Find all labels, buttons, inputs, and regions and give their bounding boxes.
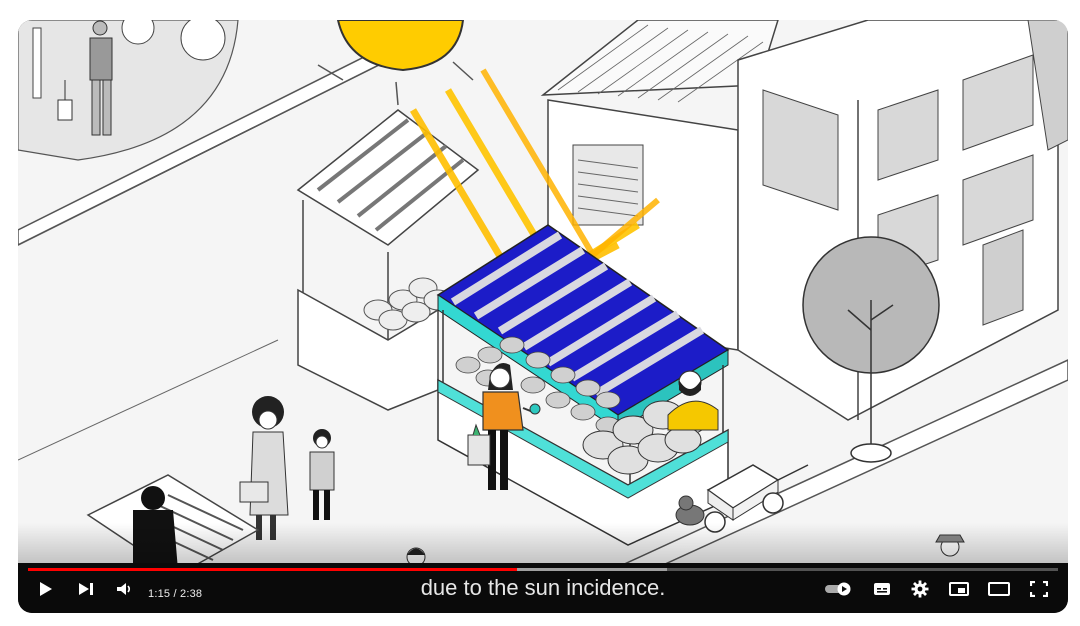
current-time: 1:15 xyxy=(148,588,171,600)
tree xyxy=(802,236,940,463)
subtitles-button[interactable] xyxy=(868,575,896,603)
next-button[interactable] xyxy=(72,575,100,603)
corner-vignette xyxy=(18,20,239,161)
video-frame-illustration xyxy=(18,20,1068,613)
vegetable-cart xyxy=(704,464,809,533)
settings-button[interactable] xyxy=(906,575,934,603)
volume-button[interactable] xyxy=(110,575,138,603)
theater-mode-button[interactable] xyxy=(984,575,1014,603)
customer-woman-orange xyxy=(467,362,541,490)
play-button[interactable] xyxy=(32,575,60,603)
progress-bar[interactable] xyxy=(28,568,1058,571)
subtitles-icon xyxy=(874,583,890,595)
miniplayer-icon xyxy=(949,582,969,596)
time-display: 1:15 / 2:38 xyxy=(148,588,202,600)
house xyxy=(540,20,779,351)
video-player[interactable]: due to the sun incidence. 1:15 / 2:38 xyxy=(18,20,1068,613)
vendor-figure xyxy=(667,370,719,431)
fullscreen-icon xyxy=(1030,581,1048,597)
autoplay-toggle[interactable] xyxy=(822,575,856,603)
fullscreen-button[interactable] xyxy=(1024,575,1054,603)
main-market-stall xyxy=(436,224,730,546)
sun xyxy=(317,20,474,106)
below-player-cutoff xyxy=(18,616,138,626)
theater-mode-icon xyxy=(988,582,1010,596)
progress-played xyxy=(28,568,518,571)
customer-mother-child xyxy=(239,396,335,540)
time-separator: / xyxy=(170,588,180,600)
miniplayer-button[interactable] xyxy=(944,575,974,603)
play-icon xyxy=(40,582,52,596)
duration: 2:38 xyxy=(180,588,203,600)
autoplay-toggle-icon xyxy=(825,582,851,596)
next-icon xyxy=(79,583,93,595)
volume-icon xyxy=(117,583,131,595)
settings-gear-icon xyxy=(911,580,929,598)
